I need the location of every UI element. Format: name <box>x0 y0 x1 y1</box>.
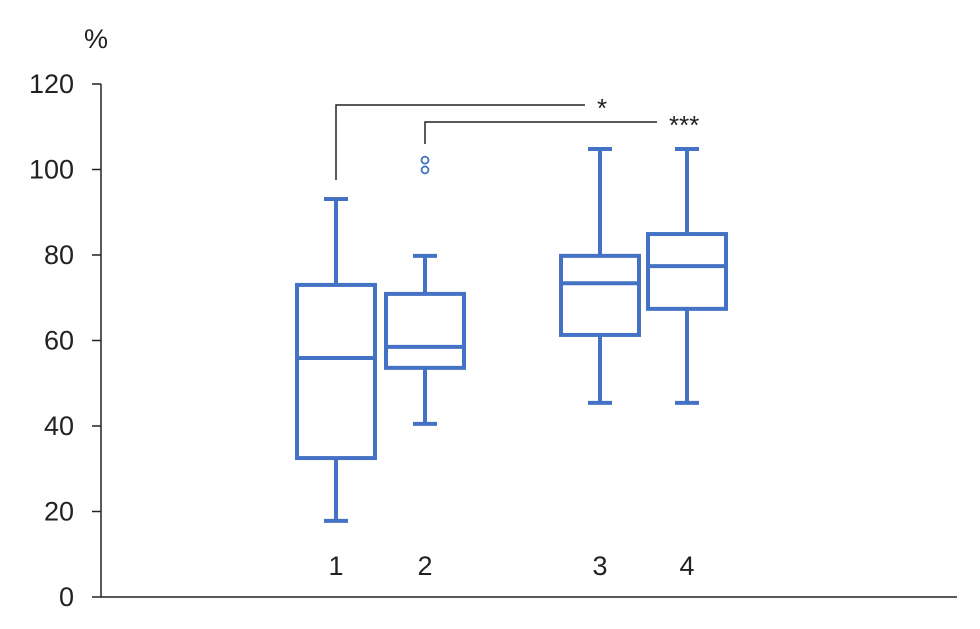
x-category-label: 1 <box>328 551 343 581</box>
iqr-box <box>559 253 641 337</box>
y-tick-label: 20 <box>44 497 74 527</box>
iqr-box <box>646 232 728 311</box>
y-tick-label: 80 <box>44 240 74 270</box>
x-category-label: 3 <box>592 551 607 581</box>
y-tick-label: 60 <box>44 326 74 356</box>
box-1 <box>295 196 377 523</box>
x-category-label: 2 <box>417 551 432 581</box>
y-tick-label: 100 <box>29 155 74 185</box>
significance-label: *** <box>669 110 699 140</box>
significance-bracket <box>424 121 657 144</box>
x-category-label: 4 <box>679 551 694 581</box>
box-4 <box>646 146 728 405</box>
y-axis-label: % <box>84 24 108 54</box>
y-tick-label: 0 <box>59 582 74 612</box>
significance-bracket <box>335 104 585 180</box>
significance-label: * <box>597 93 607 123</box>
y-tick-label: 120 <box>29 69 74 99</box>
box-2 <box>384 155 466 426</box>
iqr-box <box>295 282 377 461</box>
iqr-box <box>384 291 466 370</box>
outlier-point <box>420 165 430 175</box>
outlier-point <box>420 155 430 165</box>
box-3 <box>559 146 641 405</box>
y-tick-label: 40 <box>44 411 74 441</box>
